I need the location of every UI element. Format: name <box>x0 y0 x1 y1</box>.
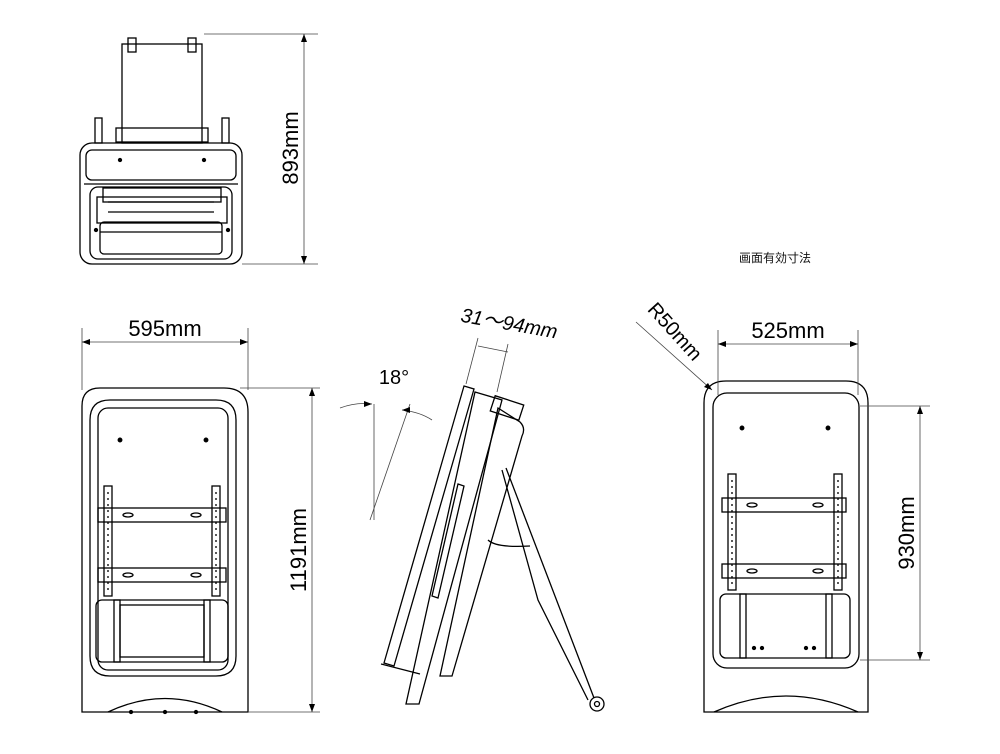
dim-r50-leader <box>635 321 713 391</box>
dim-r50-label: R50mm <box>643 299 706 366</box>
top-view-body <box>79 142 243 265</box>
dim-depth-label: 31～94mm <box>459 305 559 344</box>
dim-angle-label: 18° <box>379 367 409 389</box>
dim-893-label: 893mm <box>278 111 303 184</box>
side-view-screen <box>383 385 475 667</box>
screen-view-body <box>703 380 869 713</box>
dim-depth-line <box>477 345 509 353</box>
dim-595-label: 595mm <box>128 316 201 341</box>
top-view <box>79 37 243 265</box>
screen-view-effective-area <box>712 392 860 669</box>
front-view <box>81 387 249 715</box>
caster-wheel <box>589 696 605 712</box>
dim-1191-label: 1191mm <box>286 508 311 592</box>
dim-930-label: 930mm <box>894 496 919 569</box>
side-view <box>380 385 605 712</box>
effective-screen-size-note: 画面有効寸法 <box>739 251 812 265</box>
screen-view <box>703 380 869 713</box>
angle-tilt-line <box>369 403 411 521</box>
top-view-mast <box>121 43 203 144</box>
front-view-body <box>81 387 249 713</box>
dim-525-label: 525mm <box>751 318 824 343</box>
